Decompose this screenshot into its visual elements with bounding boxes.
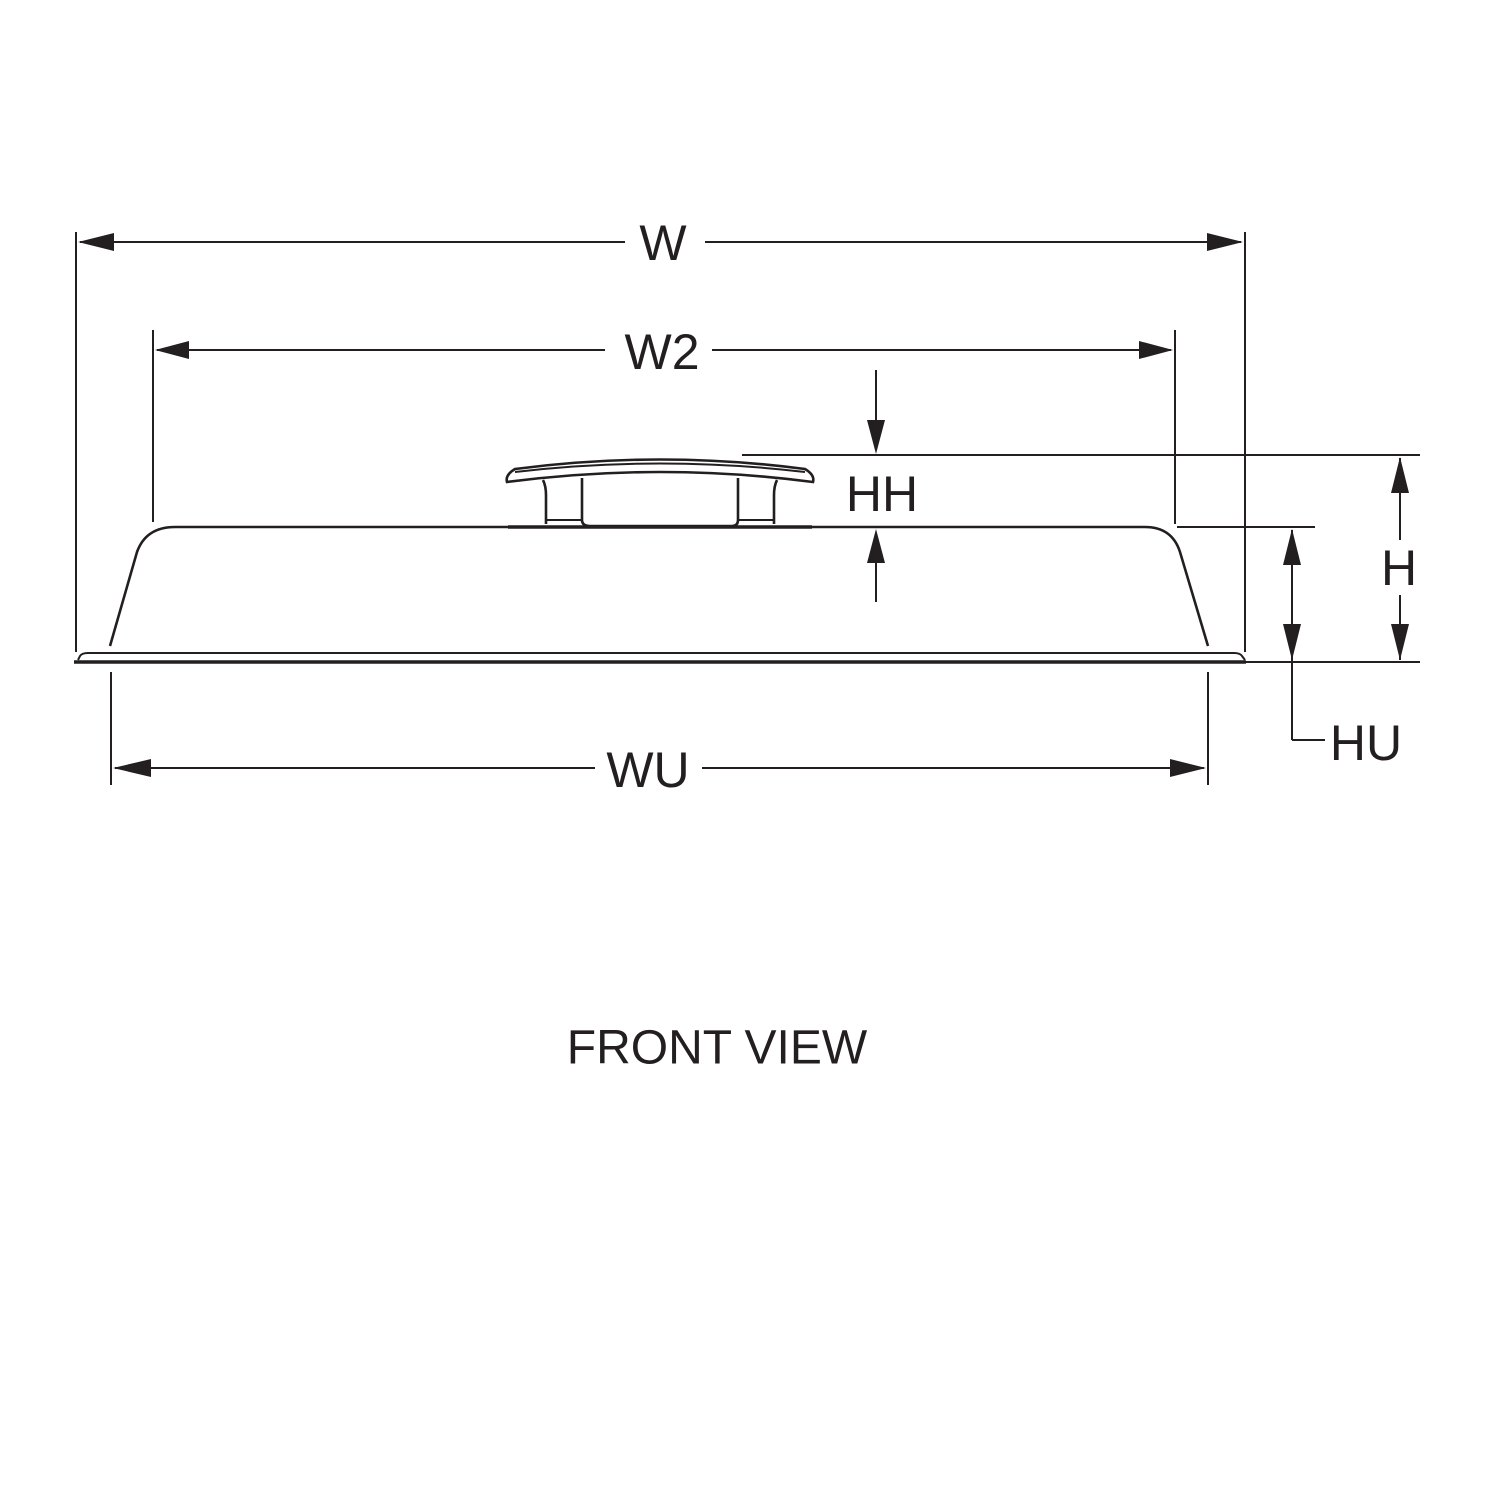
dimension-hh [742,370,1420,602]
dimension-hu [1177,526,1420,741]
view-title: FRONT VIEW [567,1022,868,1075]
label-w: W [639,215,687,271]
label-hh: HH [846,466,918,522]
dimension-w2 [152,330,1176,524]
label-w2: W2 [625,324,700,380]
dimension-w [75,232,1246,652]
label-h: H [1381,540,1417,596]
dimension-wu [110,672,1209,785]
handle [505,458,815,529]
label-wu: WU [606,742,689,798]
cover-outline [74,525,1246,664]
dimension-h [1391,457,1409,660]
label-hu: HU [1330,715,1402,771]
